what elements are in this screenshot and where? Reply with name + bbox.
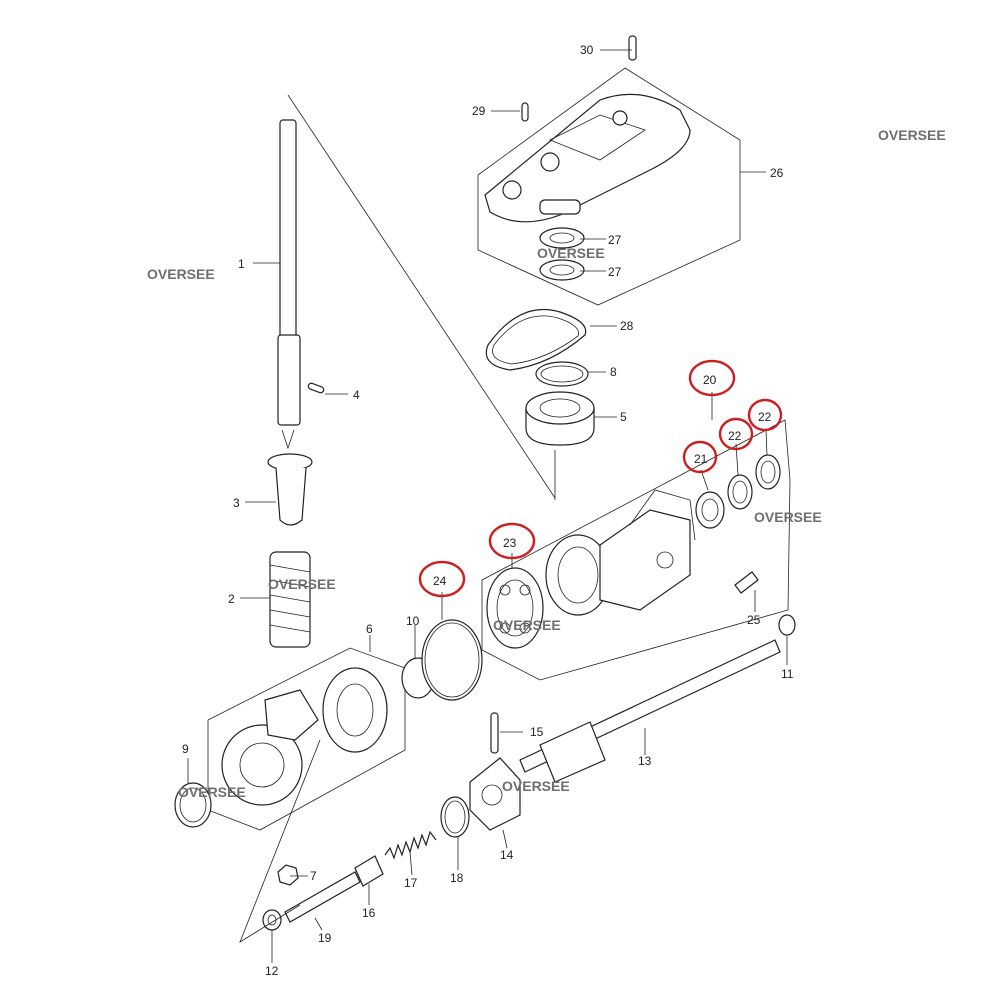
label-2: 2 — [228, 592, 235, 606]
label-15: 15 — [530, 725, 544, 739]
watermark: OVERSEE — [147, 266, 215, 282]
label-20: 20 — [703, 373, 717, 387]
watermark: OVERSEE — [502, 778, 570, 794]
propeller-shaft-13 — [519, 639, 781, 783]
gasket-28 — [485, 308, 587, 371]
label-27b: 27 — [608, 265, 622, 279]
bearing-5 — [525, 391, 595, 446]
label-6: 6 — [366, 622, 373, 636]
pin-4 — [307, 382, 325, 394]
label-4: 4 — [353, 388, 360, 402]
label-8: 8 — [610, 365, 617, 379]
clutch-14 — [469, 757, 521, 831]
pin-30 — [628, 35, 637, 61]
washer-12 — [262, 909, 282, 931]
washer-22b — [755, 454, 781, 490]
label-14: 14 — [500, 848, 514, 862]
label-16: 16 — [362, 906, 376, 920]
label-9: 9 — [182, 742, 189, 756]
bolt-25 — [734, 571, 759, 594]
label-7: 7 — [310, 869, 317, 883]
lower-unit-box — [481, 419, 791, 681]
ring-9 — [174, 782, 212, 828]
label-26: 26 — [770, 166, 784, 180]
highlight-circles — [418, 359, 783, 598]
circlip-11 — [778, 614, 796, 636]
driveshaft-1 — [277, 119, 301, 450]
pin-15 — [490, 712, 499, 754]
label-10: 10 — [406, 614, 420, 628]
sleeve-3 — [267, 453, 313, 526]
highlight-23 — [488, 522, 536, 560]
label-29: 29 — [472, 104, 486, 118]
highlight-20 — [688, 359, 736, 397]
label-22b: 22 — [758, 410, 772, 424]
watermarks: OVERSEE OVERSEE OVERSEE OVERSEE OVERSEE … — [147, 127, 946, 800]
plunger-16 — [354, 855, 384, 887]
label-11: 11 — [781, 667, 794, 681]
label-17: 17 — [404, 876, 418, 890]
assembly-line-lower — [239, 739, 321, 943]
oring-24 — [421, 619, 483, 701]
highlight-21 — [682, 440, 718, 474]
assembly-line-upper — [287, 94, 556, 499]
label-18: 18 — [450, 871, 464, 885]
label-3: 3 — [233, 496, 240, 510]
watermark: OVERSEE — [878, 127, 946, 143]
label-23: 23 — [503, 536, 517, 550]
label-5: 5 — [620, 410, 627, 424]
label-28: 28 — [620, 319, 634, 333]
label-12: 12 — [265, 964, 279, 978]
highlight-24 — [418, 560, 466, 598]
watermark: OVERSEE — [493, 617, 561, 633]
label-22a: 22 — [728, 429, 742, 443]
watermark: OVERSEE — [754, 509, 822, 525]
bushing-21 — [695, 491, 725, 529]
bearing-23 — [486, 567, 544, 649]
label-27a: 27 — [608, 233, 622, 247]
label-21: 21 — [694, 452, 708, 466]
watermark: OVERSEE — [178, 784, 246, 800]
highlight-22b — [747, 398, 783, 432]
pin-29 — [521, 102, 529, 122]
part-labels: 30 29 26 27 27 28 8 5 1 4 3 2 6 10 24 23… — [182, 43, 794, 978]
highlight-22a — [718, 417, 754, 451]
shift-rod-19 — [284, 871, 361, 923]
upper-housing-group — [477, 67, 741, 306]
gear-case-20 — [545, 489, 696, 616]
watermark: OVERSEE — [268, 576, 336, 592]
label-30: 30 — [580, 43, 594, 57]
spring-2 — [269, 551, 311, 648]
label-19: 19 — [318, 931, 332, 945]
watermark: OVERSEE — [537, 245, 605, 261]
label-1: 1 — [238, 257, 245, 271]
leader-lines — [187, 49, 788, 963]
ring-18 — [440, 796, 470, 838]
washer-22a — [727, 474, 753, 510]
nut-7 — [277, 864, 299, 886]
label-24: 24 — [433, 574, 447, 588]
gears-6 — [221, 667, 388, 806]
label-25: 25 — [747, 613, 761, 627]
label-13: 13 — [638, 754, 652, 768]
